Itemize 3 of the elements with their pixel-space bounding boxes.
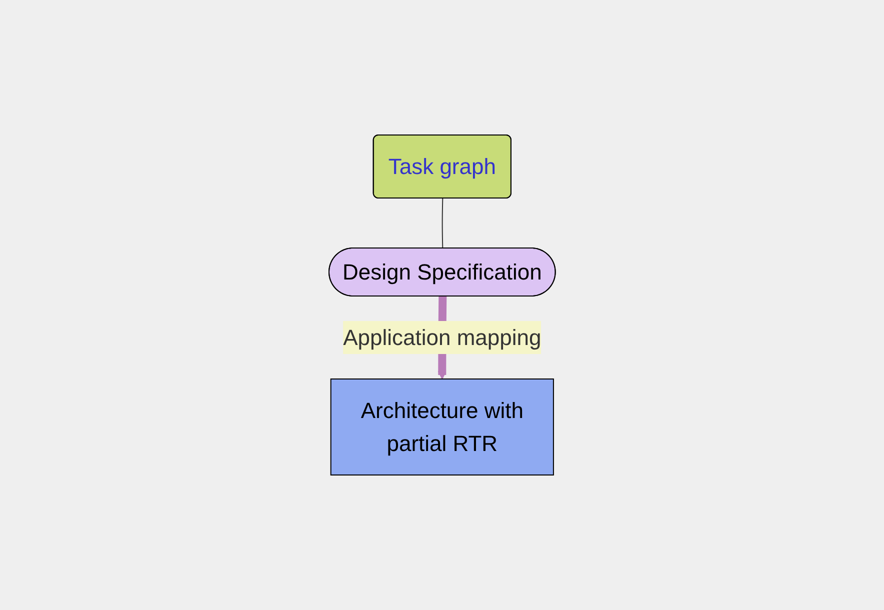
edge-label: Application mapping <box>342 324 542 350</box>
connector <box>442 198 443 249</box>
node-box: Architecture with partial RTR <box>330 378 554 476</box>
